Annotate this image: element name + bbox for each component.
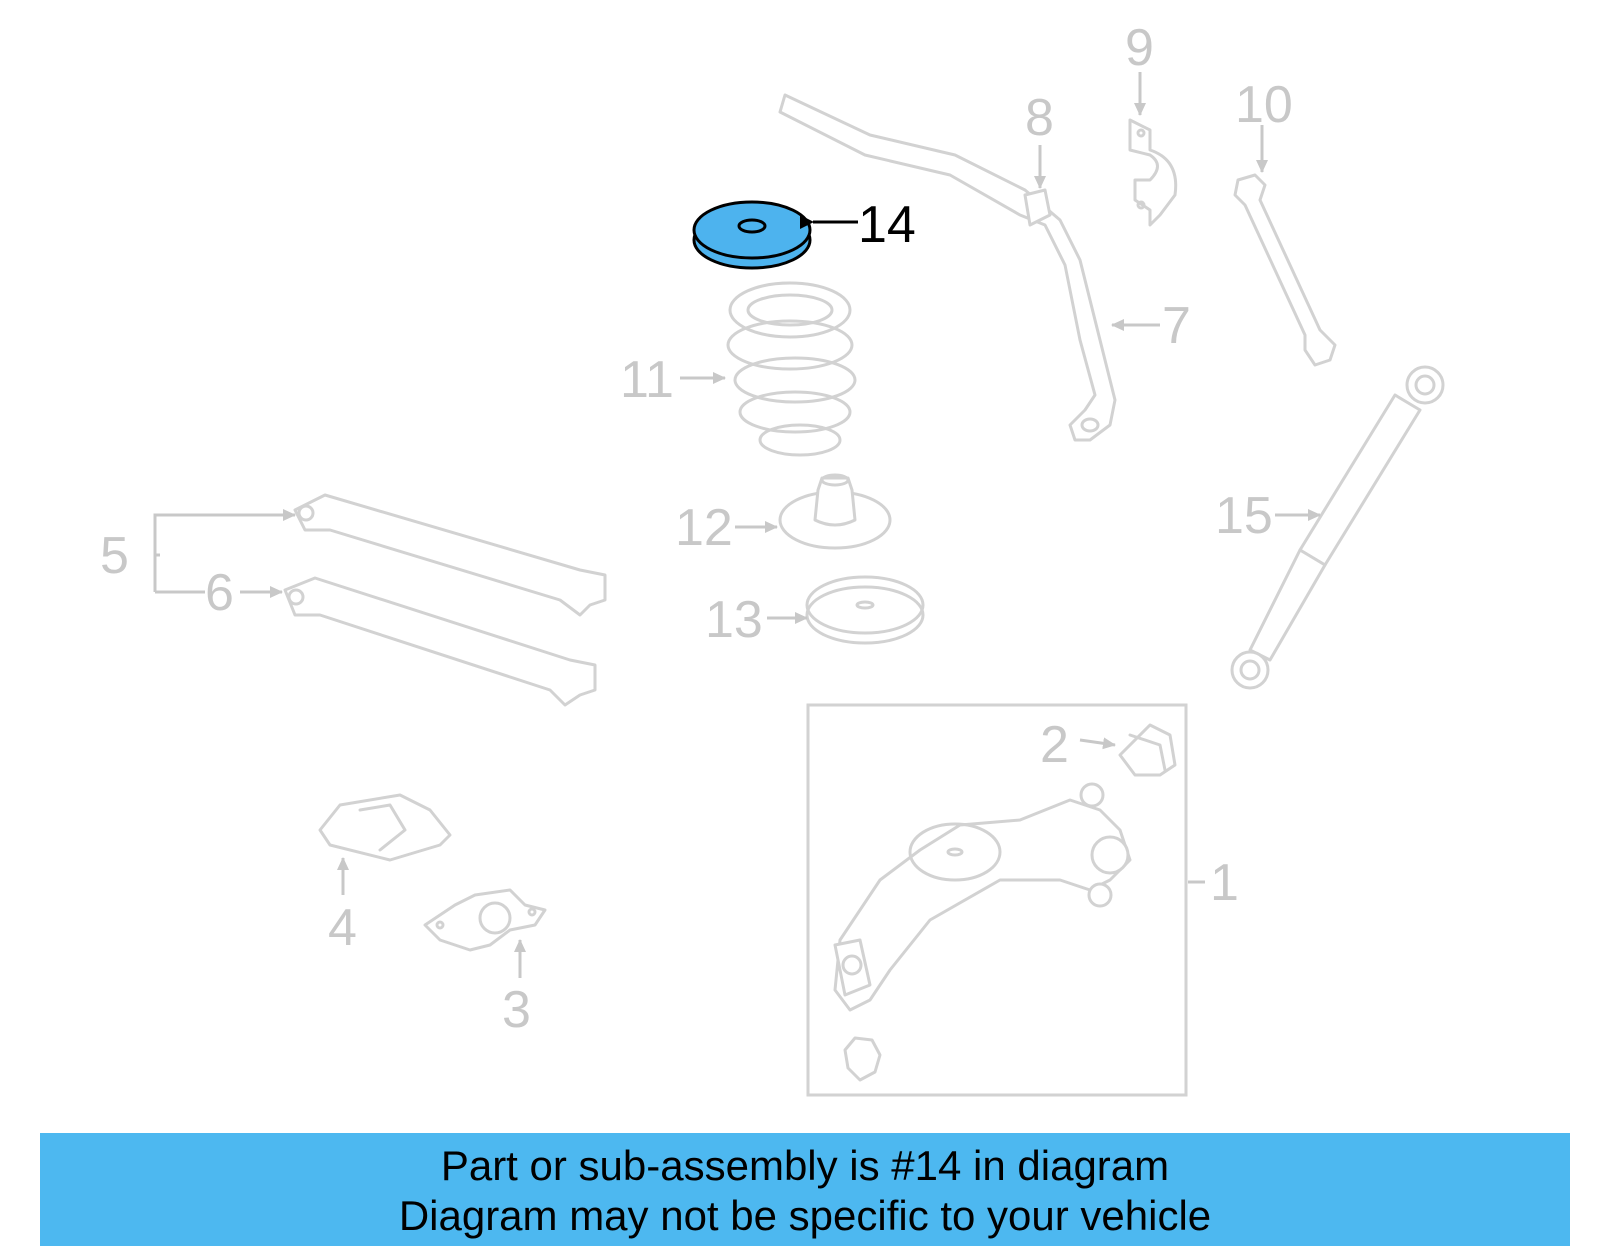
control-arm-bushing-part[interactable] bbox=[1118, 723, 1177, 777]
stabilizer-bracket-part[interactable] bbox=[1128, 118, 1178, 227]
banner-line-1: Part or sub-assembly is #14 in diagram bbox=[440, 1142, 1170, 1189]
upper-lateral-link-part[interactable] bbox=[293, 493, 607, 617]
shock-absorber-part[interactable] bbox=[1230, 365, 1445, 690]
callout-9[interactable]: 9 bbox=[1125, 19, 1154, 77]
stabilizer-bar-part[interactable] bbox=[778, 93, 1117, 442]
callout-1[interactable]: 1 bbox=[1210, 854, 1239, 912]
callout-8[interactable]: 8 bbox=[1025, 89, 1054, 147]
callout-3[interactable]: 3 bbox=[502, 981, 531, 1039]
ball-joint-part[interactable] bbox=[843, 1036, 882, 1082]
control-arm-group-box bbox=[806, 703, 1188, 1097]
callout-10[interactable]: 10 bbox=[1235, 76, 1293, 134]
callout-15[interactable]: 15 bbox=[1215, 487, 1273, 545]
info-banner: Part or sub-assembly is #14 in diagram D… bbox=[40, 1133, 1570, 1246]
stabilizer-link-part[interactable] bbox=[1233, 173, 1337, 367]
lower-lateral-link-part[interactable] bbox=[283, 576, 597, 707]
callout-13[interactable]: 13 bbox=[705, 591, 763, 649]
stabilizer-bushing-part[interactable] bbox=[1023, 188, 1052, 227]
lower-control-arm-part[interactable] bbox=[833, 782, 1132, 1012]
bump-stop-part[interactable] bbox=[778, 473, 892, 550]
upper-spring-insulator-part[interactable] bbox=[692, 200, 812, 270]
lower-spring-insulator-part[interactable] bbox=[805, 575, 925, 645]
leader-lines bbox=[153, 72, 1321, 978]
callout-4[interactable]: 4 bbox=[328, 899, 357, 957]
suspension-parts-diagram: 1 2 3 4 5 6 7 8 9 10 11 12 13 14 15 bbox=[100, 19, 1445, 1097]
callout-12[interactable]: 12 bbox=[675, 499, 733, 557]
callout-6[interactable]: 6 bbox=[205, 564, 234, 622]
callout-11[interactable]: 11 bbox=[620, 351, 674, 409]
cover-part[interactable] bbox=[318, 793, 452, 862]
mount-bracket-part[interactable] bbox=[423, 888, 547, 952]
banner-line-2: Diagram may not be specific to your vehi… bbox=[398, 1192, 1212, 1239]
callout-2[interactable]: 2 bbox=[1040, 716, 1069, 774]
callout-7[interactable]: 7 bbox=[1162, 297, 1191, 355]
callout-14[interactable]: 14 bbox=[858, 196, 916, 254]
callout-5[interactable]: 5 bbox=[100, 527, 129, 585]
coil-spring-part[interactable] bbox=[726, 281, 857, 457]
